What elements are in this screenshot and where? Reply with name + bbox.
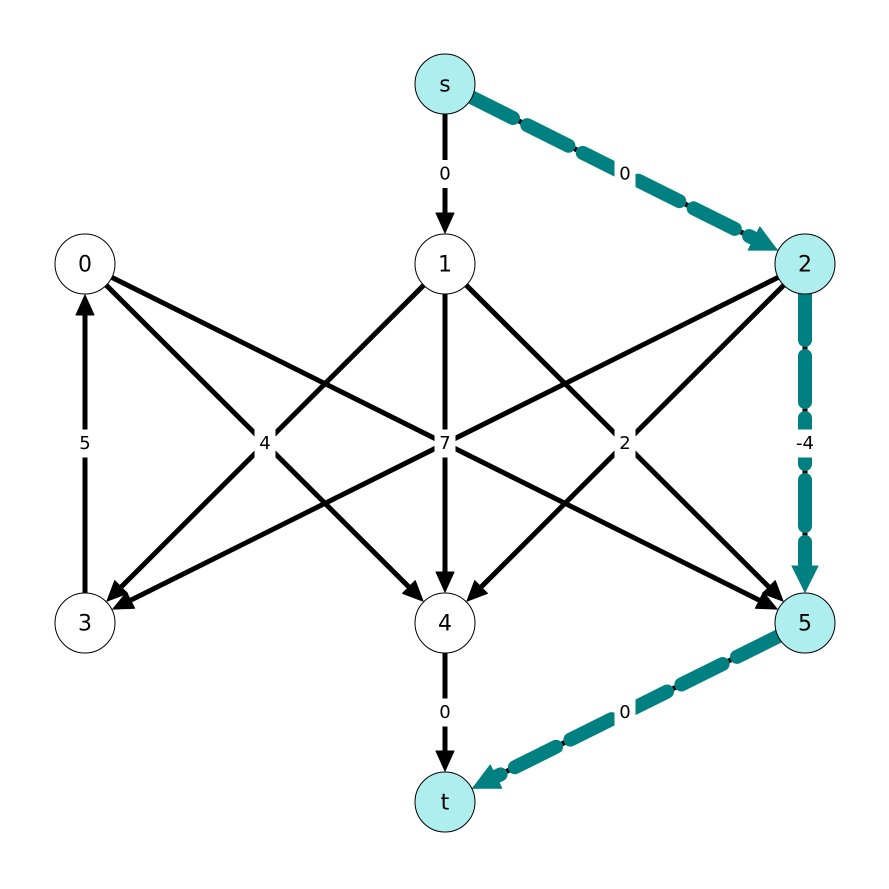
node-3-label: 3 (78, 612, 92, 637)
edge-3-0-weight-bg (74, 429, 96, 458)
edge-2-3-weight: 7 (439, 433, 450, 454)
node-4: 4 (414, 592, 476, 654)
node-1-circle (414, 233, 476, 295)
edge-s-2-weight: 0 (619, 164, 630, 185)
edge-1-3-weight: 4 (259, 433, 270, 454)
node-s-label: s (439, 73, 450, 98)
node-5-label: 5 (798, 612, 812, 637)
edge-1-3-weight-bg (254, 429, 276, 458)
edge-2-4-arrowhead (466, 580, 488, 602)
highlight-edges-layer (464, 90, 819, 789)
node-4-circle (414, 592, 476, 654)
edge-1-4-arrowhead (435, 571, 455, 593)
node-5: 5 (774, 592, 836, 654)
edge-5-t-highlight-arrowhead (472, 764, 503, 789)
edge-2-5-highlight-arrowhead (791, 565, 819, 593)
edge-5-t-weight: 0 (619, 702, 630, 723)
edge-1-5-arrowhead (762, 580, 784, 602)
node-0-circle (54, 233, 116, 295)
node-1-label: 1 (438, 253, 452, 278)
node-2-circle (774, 233, 836, 295)
edge-0-5-arrowhead (754, 591, 778, 610)
edge-2-3-weight-bg (434, 429, 456, 458)
edge-2-5-weight: -4 (796, 433, 814, 454)
node-3-circle (54, 592, 116, 654)
node-t: t (414, 771, 476, 833)
edge-s-1-weight-bg (434, 160, 456, 188)
node-2: 2 (774, 233, 836, 295)
node-2-label: 2 (798, 253, 812, 278)
node-3: 3 (54, 592, 116, 654)
edge-2-4-weight-bg (614, 429, 636, 458)
node-s: s (414, 53, 476, 115)
node-t-label: t (441, 791, 450, 816)
node-0-label: 0 (78, 253, 92, 278)
edge-3-0-weight-label: 5 (74, 429, 96, 458)
edge-s-2-highlight-arrowhead (747, 226, 778, 251)
edge-s-2-weight-bg (614, 160, 636, 188)
edge-2-3-weight-label: 7 (434, 429, 456, 458)
node-4-label: 4 (438, 612, 452, 637)
edge-2-5-weight-bg (789, 429, 821, 458)
edge-3-0-weight: 5 (79, 433, 90, 454)
edge-4-t-weight-bg (434, 698, 456, 727)
edge-3-0-arrowhead (75, 294, 95, 316)
node-5-circle (774, 592, 836, 654)
edge-2-4-weight: 2 (619, 433, 630, 454)
edge-2-4-weight-label: 2 (614, 429, 636, 458)
edge-2-5-weight-label: -4 (789, 429, 821, 458)
node-t-circle (414, 771, 476, 833)
node-0: 0 (54, 233, 116, 295)
edge-s-1-arrowhead (435, 212, 455, 234)
edge-5-t-weight-label: 0 (614, 698, 636, 727)
edge-s-1-weight: 0 (439, 164, 450, 185)
edge-s-1-weight-label: 0 (434, 160, 456, 188)
edge-2-3-arrowhead (112, 591, 136, 610)
edge-4-t-arrowhead (435, 750, 455, 772)
node-s-circle (414, 53, 476, 115)
edge-4-t-weight: 0 (439, 702, 450, 723)
edge-s-2-weight-label: 0 (614, 160, 636, 188)
edge-1-3-arrowhead (106, 580, 128, 602)
edge-4-t-weight-label: 0 (434, 698, 456, 727)
nodes-layer: s 0 1 2 3 4 5 t (54, 53, 836, 833)
edge-5-t-weight-bg (614, 698, 636, 727)
edge-0-4-arrowhead (402, 580, 424, 602)
edge-1-3-weight-label: 4 (254, 429, 276, 458)
node-1: 1 (414, 233, 476, 295)
